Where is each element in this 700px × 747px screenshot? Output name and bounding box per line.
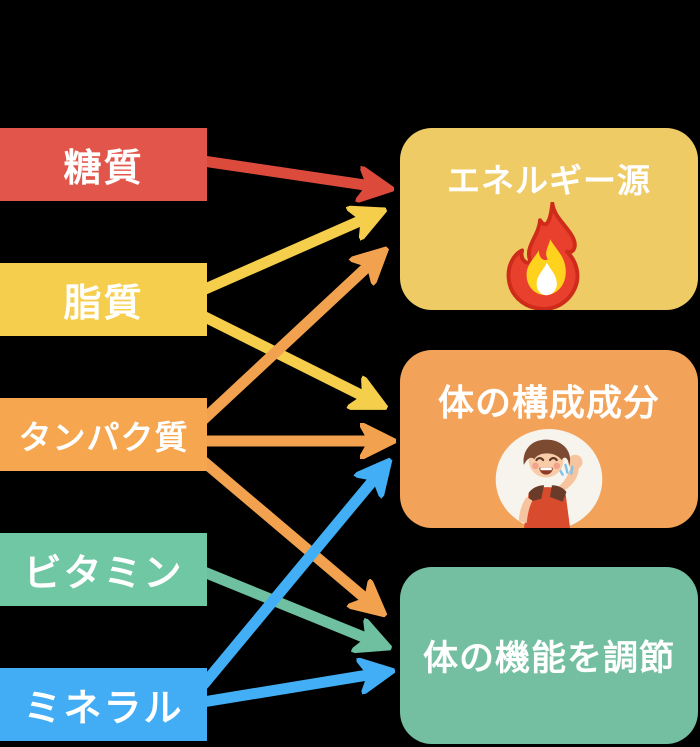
function-box-energy-source: エネルギー源 <box>400 128 698 310</box>
arrow-8 <box>197 672 386 708</box>
nutrient-box-protein: タンパク質 <box>0 398 207 471</box>
nutrient-box-carbohydrate: 糖質 <box>0 128 207 201</box>
arrow-7 <box>198 466 385 690</box>
fire-icon <box>400 202 698 310</box>
flexing-boy-icon-svg <box>495 429 603 528</box>
function-box-regulation: 体の機能を調節 <box>400 567 698 744</box>
arrow-6 <box>198 566 383 645</box>
nutrient-label-fat: 脂質 <box>63 281 144 325</box>
arrow-1 <box>197 213 378 296</box>
function-box-body-component: 体の構成成分 <box>400 350 698 528</box>
nutrient-box-mineral: ミネラル <box>0 668 207 741</box>
arrow-2 <box>197 310 379 404</box>
fire-icon-svg <box>506 202 580 310</box>
flexing-boy-icon <box>400 426 698 528</box>
nutrient-label-protein: タンパク質 <box>18 417 189 457</box>
arrow-0 <box>197 155 385 188</box>
function-label-energy-source: エネルギー源 <box>447 161 651 200</box>
arrow-3 <box>197 254 381 426</box>
nutrient-label-mineral: ミネラル <box>23 686 184 730</box>
nutrient-box-fat: 脂質 <box>0 263 207 336</box>
function-label-regulation: 体の機能を調節 <box>422 639 675 679</box>
function-label-body-component: 体の構成成分 <box>437 383 660 424</box>
arrow-5 <box>197 455 379 610</box>
nutrient-label-carbohydrate: 糖質 <box>63 146 144 190</box>
nutrient-box-vitamin: ビタミン <box>0 533 207 606</box>
nutrient-label-vitamin: ビタミン <box>23 551 184 595</box>
